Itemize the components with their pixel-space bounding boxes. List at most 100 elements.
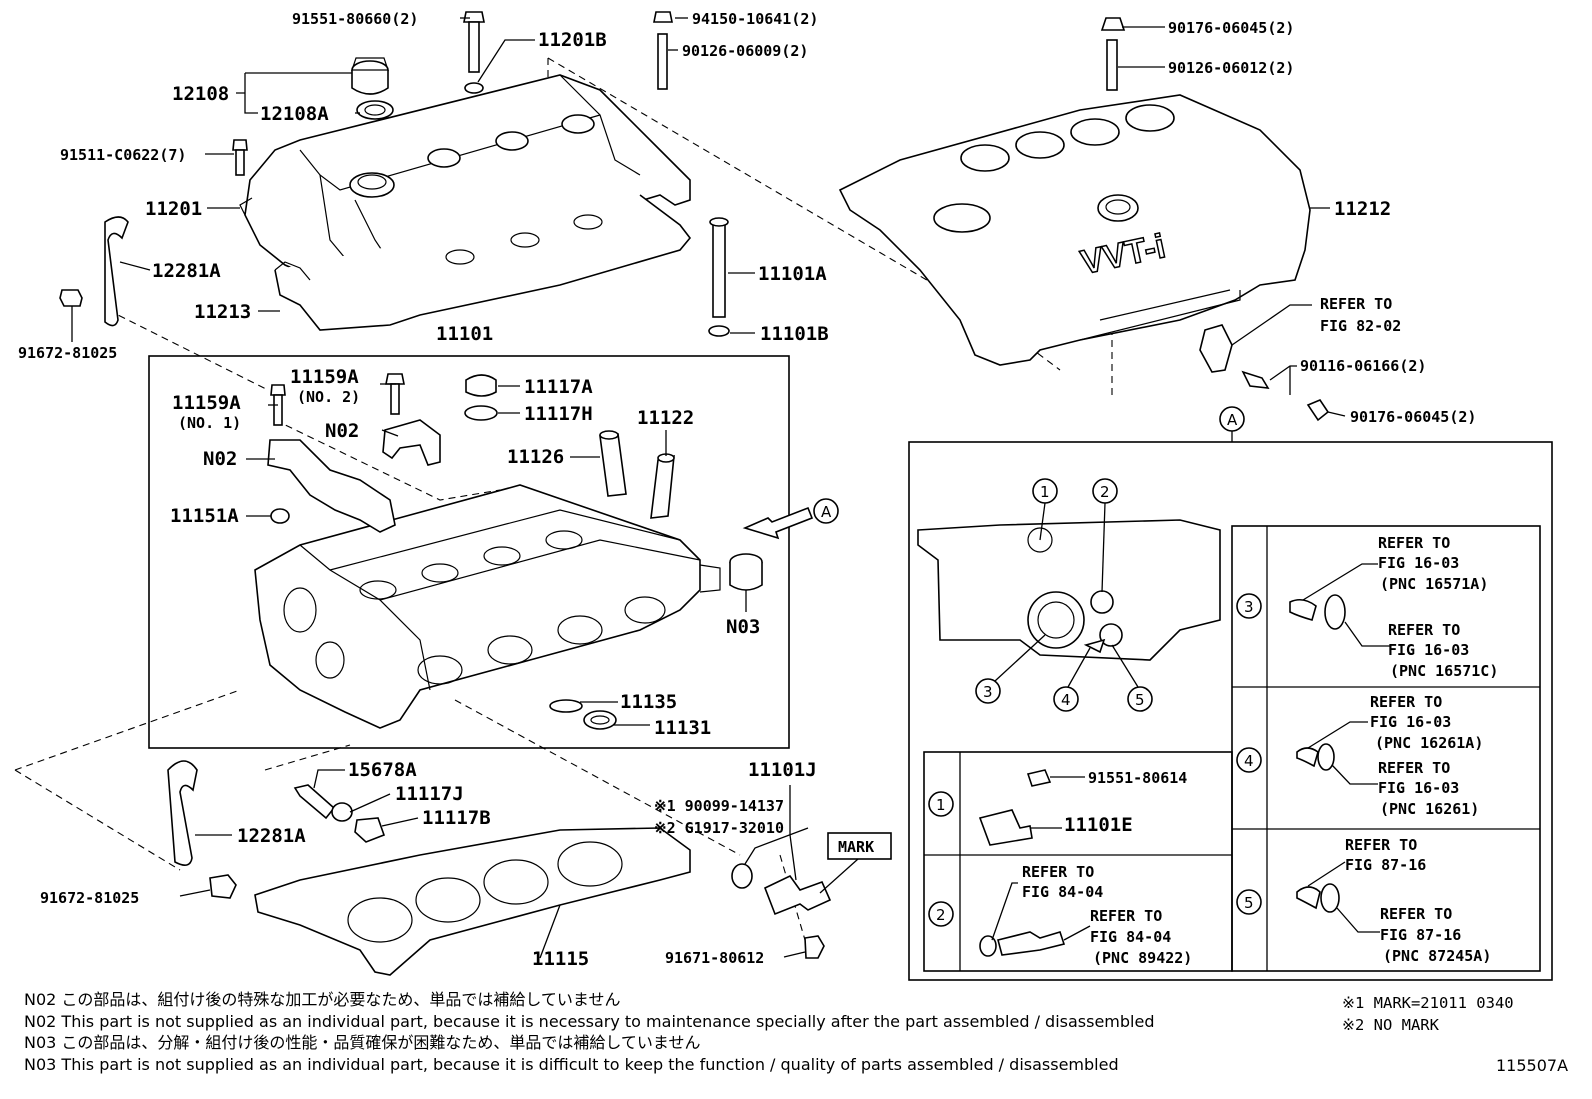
label-94150-10641: 94150-10641(2) [692, 10, 818, 28]
label-11101B: 11101B [760, 323, 829, 345]
label-90176-06045-mid: 90176-06045(2) [1350, 408, 1476, 426]
label-12281A-bottom: 12281A [237, 825, 306, 847]
svg-text:REFER TO: REFER TO [1380, 905, 1452, 923]
svg-text:FIG 16-03: FIG 16-03 [1388, 641, 1469, 659]
svg-text:REFER TO: REFER TO [1370, 693, 1442, 711]
cylinder-head-sub-assembly-box [148, 355, 790, 749]
label-11159A-no2-sub: (NO. 2) [297, 388, 360, 406]
svg-text:(PNC 87245A): (PNC 87245A) [1383, 947, 1491, 965]
mark-notes: ※1 MARK=21011 0340 ※2 NO MARK [1342, 992, 1514, 1036]
svg-text:5: 5 [1135, 691, 1145, 709]
label-refer-82-line1: REFER TO [1320, 295, 1392, 313]
note-n03-en: N03 This part is not supplied as an indi… [24, 1054, 1119, 1074]
label-mark: MARK [838, 838, 874, 856]
detail-a-panel [908, 441, 1553, 981]
label-90176-06045-top: 90176-06045(2) [1168, 19, 1294, 37]
engine-hanger-bottom [167, 760, 237, 899]
svg-text:(PNC 16261A): (PNC 16261A) [1375, 734, 1483, 752]
label-11101A: 11101A [758, 263, 827, 285]
label-11151A: 11151A [170, 505, 239, 527]
svg-text:(PNC 89422): (PNC 89422) [1093, 949, 1192, 967]
footnotes: N02 この部品は、組付け後の特殊な加工が必要なため、単品では補給していません … [24, 989, 1264, 1075]
label-15678A: 15678A [348, 759, 417, 781]
svg-text:3: 3 [983, 683, 993, 701]
detail-sensor-parts [978, 594, 1346, 957]
svg-text:FIG 87-16: FIG 87-16 [1380, 926, 1461, 944]
camshaft-bearing-n03 [729, 553, 763, 591]
label-11117A: 11117A [524, 376, 593, 398]
svg-text:2: 2 [936, 906, 946, 924]
label-91551-80660: 91551-80660(2) [292, 10, 418, 28]
svg-text:FIG 84-04: FIG 84-04 [1022, 883, 1103, 901]
label-11115: 11115 [532, 948, 589, 970]
vvt-sensor [731, 863, 832, 959]
label-note1-part: ※1 90099-14137 [654, 797, 784, 815]
label-n02-b: N02 [203, 448, 237, 470]
label-11117J: 11117J [395, 783, 464, 805]
svg-text:2: 2 [1100, 483, 1110, 501]
label-11131: 11131 [654, 717, 711, 739]
svg-text:REFER TO: REFER TO [1022, 863, 1094, 881]
view-a-arrow: A [742, 498, 839, 540]
label-12108A: 12108A [260, 103, 329, 125]
camshaft-bearing-caps [267, 373, 441, 533]
svg-text:REFER TO: REFER TO [1378, 759, 1450, 777]
label-n03: N03 [726, 616, 760, 638]
screw-plugs [464, 374, 498, 421]
cylinder-head-gasket [254, 827, 691, 976]
note-n03-jp: N03 この部品は、分解・組付け後の性能・品質確保が困難なため、単品では補給して… [24, 1033, 701, 1052]
leader-lines [71, 17, 1390, 959]
svg-text:(PNC 16261): (PNC 16261) [1380, 800, 1479, 818]
detail-callout-circles: 1 2 3 4 5 1 2 3 4 5 [928, 478, 1262, 927]
svg-text:REFER TO: REFER TO [1345, 836, 1417, 854]
figure-id: 115507A [1496, 1056, 1569, 1075]
bolts-15678A-11117 [293, 784, 386, 843]
label-n02-a: N02 [325, 420, 359, 442]
spark-plug-tubes [599, 430, 675, 519]
svg-text:FIG 16-03: FIG 16-03 [1378, 554, 1459, 572]
svg-text:(PNC 16571A): (PNC 16571A) [1380, 575, 1488, 593]
label-11201B: 11201B [538, 29, 607, 51]
svg-text:REFER TO: REFER TO [1378, 534, 1450, 552]
svg-text:5: 5 [1244, 894, 1254, 912]
label-12108: 12108 [172, 83, 229, 105]
svg-text:1: 1 [936, 796, 946, 814]
note-n02-jp: N02 この部品は、組付け後の特殊な加工が必要なため、単品では補給していません [24, 990, 621, 1009]
svg-text:(PNC 16571C): (PNC 16571C) [1390, 662, 1498, 680]
svg-text:FIG 16-03: FIG 16-03 [1378, 779, 1459, 797]
label-11117B: 11117B [422, 807, 491, 829]
label-11212: 11212 [1334, 198, 1391, 220]
svg-text:A: A [821, 503, 832, 521]
label-90116-06166: 90116-06166(2) [1300, 357, 1426, 375]
svg-text:4: 4 [1061, 691, 1071, 709]
label-90126-06009: 90126-06009(2) [682, 42, 808, 60]
label-11201: 11201 [145, 198, 202, 220]
head-cover-gasket [274, 194, 692, 331]
label-11159A-no1: 11159A [172, 392, 241, 414]
svg-text:FIG 16-03: FIG 16-03 [1370, 713, 1451, 731]
label-11117H: 11117H [524, 403, 593, 425]
engine-cover: VVT-i [838, 94, 1311, 366]
mark-box [827, 832, 892, 860]
svg-text:FIG 84-04: FIG 84-04 [1090, 928, 1171, 946]
label-refer-82-line2: FIG 82-02 [1320, 317, 1401, 335]
mark-note-1: ※1 MARK=21011 0340 [1342, 994, 1514, 1012]
oil-filler-cap [351, 57, 394, 120]
label-91672-81025-bottom: 91672-81025 [40, 889, 139, 907]
svg-text:11101E: 11101E [1064, 814, 1133, 836]
mark-note-2: ※2 NO MARK [1342, 1016, 1439, 1034]
svg-text:1: 1 [1040, 483, 1050, 501]
svg-text:91551-80614: 91551-80614 [1088, 769, 1187, 787]
seal-rings [549, 699, 617, 730]
cover-bolts [232, 11, 1129, 337]
label-11122: 11122 [637, 407, 694, 429]
label-note2-part: ※2 G1917-32010 [654, 819, 784, 837]
label-12281A-top: 12281A [152, 260, 221, 282]
label-11213: 11213 [194, 301, 251, 323]
detail-panel-grid [923, 525, 1541, 972]
svg-text:FIG 87-16: FIG 87-16 [1345, 856, 1426, 874]
svg-text:REFER TO: REFER TO [1388, 621, 1460, 639]
label-11159A-no2: 11159A [290, 366, 359, 388]
label-91511-C0622: 91511-C0622(7) [60, 146, 186, 164]
